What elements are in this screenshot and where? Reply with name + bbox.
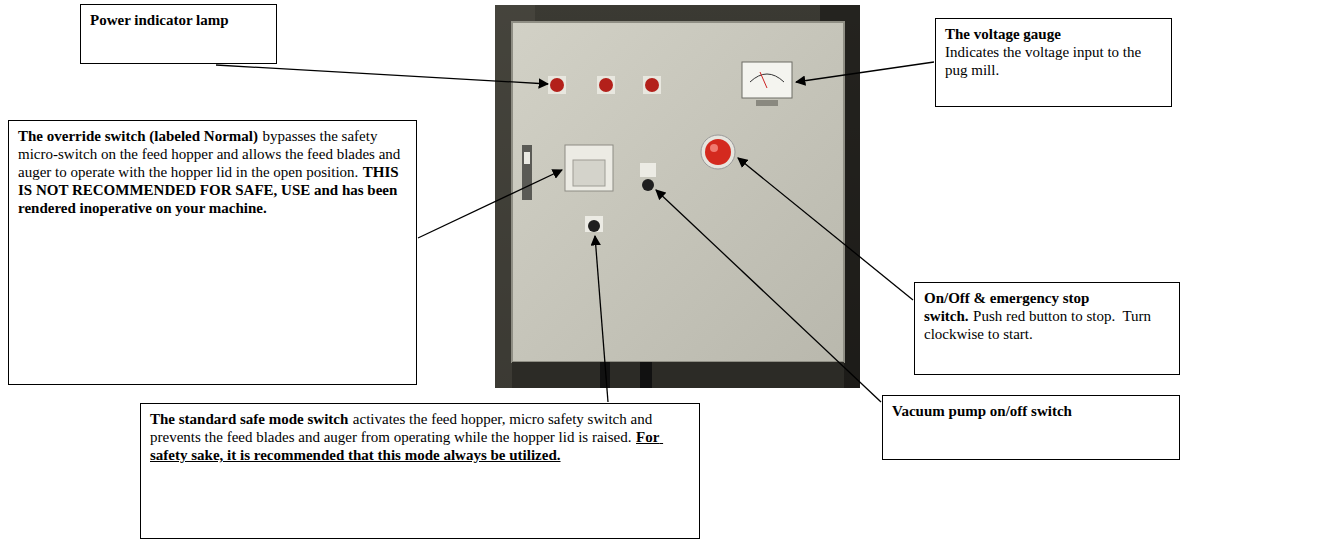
callout-box: On/Off & emergency stop switch.Push red … — [914, 282, 1180, 375]
override-switch — [565, 145, 613, 191]
callout-heading: The override switch (labeled Normal) — [18, 128, 258, 144]
indicator-lamps — [548, 76, 661, 94]
voltage-gauge — [742, 62, 792, 106]
callout-heading: Vacuum pump on/off switch — [892, 403, 1072, 419]
leader-line — [595, 236, 608, 402]
callout-box: The voltage gaugeIndicates the voltage i… — [935, 18, 1172, 107]
selector-knobs — [585, 163, 656, 232]
callout-box: Vacuum pump on/off switch — [882, 395, 1180, 460]
leader-line — [796, 62, 934, 82]
callout-box: Power indicator lamp — [80, 4, 277, 64]
leader-line — [656, 190, 881, 402]
callout-box: The override switch (labeled Normal)bypa… — [8, 120, 417, 385]
callout-heading: Power indicator lamp — [90, 11, 267, 29]
callout-text: Indicates the voltage input to the pug m… — [945, 43, 1162, 79]
leader-line — [418, 170, 562, 238]
leader-line — [738, 158, 913, 300]
leader-line — [216, 65, 548, 84]
callout-box: The standard safe mode switchactivates t… — [140, 403, 700, 539]
callout-heading: The voltage gauge — [945, 25, 1162, 43]
emergency-stop-button — [701, 135, 735, 169]
callout-heading: The standard safe mode switch — [150, 411, 348, 427]
